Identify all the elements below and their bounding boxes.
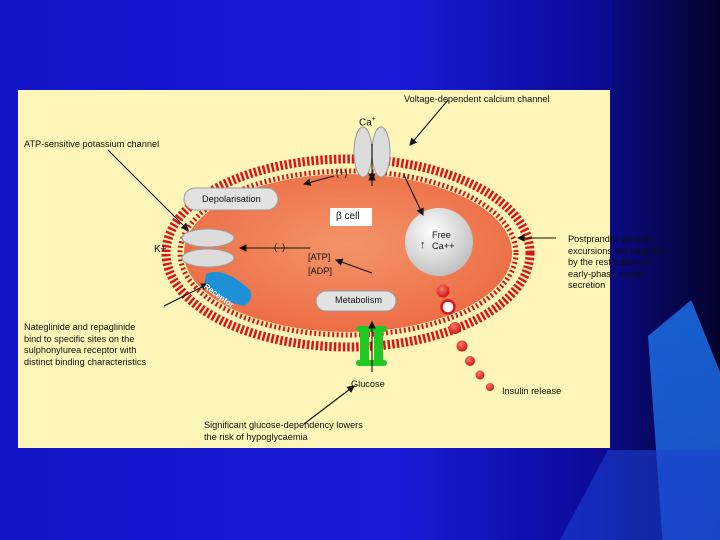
nateglinide-line: bind to specific sites on the	[24, 333, 135, 344]
voltage-channel-label: Voltage-dependent calcium channel	[404, 94, 550, 104]
potassium-label: K+	[154, 244, 167, 255]
glucose-label: Glucose	[351, 379, 385, 389]
postprandial-line: excursions are targeted	[568, 245, 665, 256]
nateglinide-line: distinct binding characteristics	[24, 356, 147, 367]
plus-label: (+)	[336, 168, 348, 178]
diagram-arrows	[107, 99, 556, 425]
insulin-vesicles	[436, 284, 494, 391]
calcium-symbol: Ca	[359, 117, 372, 129]
beta-cell-diagram: Voltage-dependent calcium channel Ca+ AT…	[18, 90, 664, 448]
cell-membrane-inner	[177, 168, 519, 338]
diagram-graphics	[107, 99, 556, 425]
sulphonylurea-receptor	[204, 272, 252, 306]
postprandial-line: Postprandial glucose	[568, 234, 654, 244]
significant-text: Significant glucose-dependency lowers th…	[204, 420, 363, 443]
adp-label: [ADP]	[308, 266, 332, 276]
postprandial-line: early-phase insulin	[568, 268, 645, 279]
slide-decoration-bottom	[560, 450, 720, 540]
postprandial-text: Postprandial glucose excursions are targ…	[568, 234, 664, 292]
atp-label: [ATP]	[308, 252, 331, 262]
minus-label: (–)	[274, 242, 286, 252]
cell-membrane-outer	[161, 154, 535, 352]
free-calcium-label-2: Ca++	[432, 241, 455, 251]
calcium-charge: +	[371, 116, 376, 123]
nateglinide-line: Nateglinide and repaglinide	[24, 322, 136, 332]
free-calcium-label-1: Free	[432, 230, 451, 240]
up-arrow-icon: ↑	[420, 239, 426, 251]
metabolism-pill	[315, 290, 397, 312]
free-calcium-sphere	[405, 208, 473, 276]
postprandial-line: by the restoration of	[568, 257, 650, 267]
postprandial-line: secretion	[568, 280, 606, 290]
significant-line: Significant glucose-dependency lowers	[204, 420, 363, 430]
significant-line: the risk of hypoglycaemia	[204, 431, 308, 442]
depolarisation-pill	[183, 187, 279, 211]
nateglinide-text: Nateglinide and repaglinide bind to spec…	[24, 322, 146, 368]
nateglinide-line: sulphonylurea receptor with	[24, 345, 137, 355]
beta-cell-label-box	[330, 208, 372, 226]
insulin-release-label: Insulin release	[502, 386, 562, 396]
depolarisation-label: Depolarisation	[202, 194, 261, 204]
atp-channel-label: ATP-sensitive potassium channel	[24, 139, 160, 149]
potassium-channel	[181, 228, 235, 268]
beta-cell-label: β cell	[336, 211, 360, 222]
calcium-label: Ca+	[359, 114, 376, 129]
metabolism-label: Metabolism	[335, 295, 382, 305]
